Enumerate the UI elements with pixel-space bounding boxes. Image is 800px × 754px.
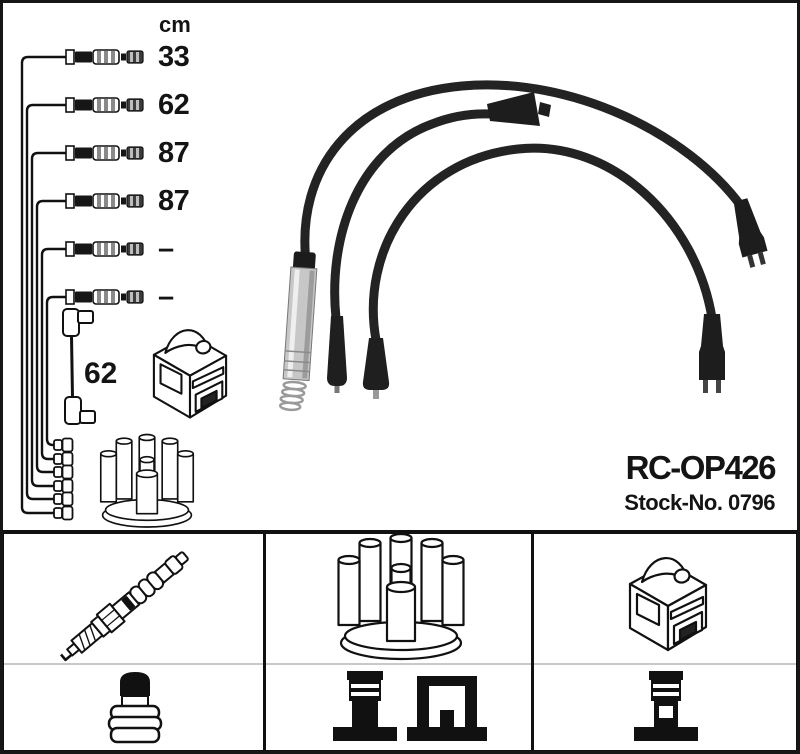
ignition-coil-illustration-small: [152, 329, 228, 419]
din-socket-icon: [407, 676, 487, 741]
ignition-coil-icon: [628, 556, 708, 652]
length-label-3: 87: [158, 137, 190, 169]
length-label-1: 33: [158, 41, 190, 73]
legend-border-right: [796, 530, 800, 754]
din-connector-icons: [333, 671, 487, 741]
cable-length-rows: [65, 49, 144, 305]
coil-wire-diagram: [62, 308, 96, 425]
legend-border-left: [0, 530, 4, 754]
boot-right-top: [733, 198, 768, 268]
spark-plug-terminal-icon: [107, 672, 163, 744]
cable-short: [368, 143, 717, 345]
cable-row-2: [65, 97, 144, 113]
cable-row-5: [65, 241, 144, 257]
distributor-cap-icon: [337, 532, 465, 661]
cable-middle: [330, 109, 497, 323]
distributor-boot-top: [487, 92, 551, 126]
length-label-2: 62: [158, 89, 190, 121]
connector-spring: [278, 380, 307, 412]
stock-number: Stock-No. 0796: [624, 490, 775, 515]
cable-set-photo: [278, 80, 768, 412]
legend-border-top: [0, 530, 800, 534]
length-bracket: [20, 55, 66, 515]
cable-row-1: [65, 49, 144, 65]
plug-boot-left-middle: [327, 316, 347, 393]
plug-boot-left-right: [362, 338, 390, 399]
coil-wire-length-label: 62: [84, 357, 118, 390]
unit-header: cm: [159, 12, 191, 37]
length-label-6: –: [158, 281, 174, 313]
coil-terminal-icon: [634, 671, 698, 741]
boot-right-bottom: [699, 314, 725, 393]
cable-row-6: [65, 289, 144, 305]
cable-long: [300, 80, 746, 267]
spark-plug-icon: [54, 545, 195, 668]
distributor-cap-illustration-small: [99, 433, 195, 528]
cable-row-4: [65, 193, 144, 209]
din-plug-icon: [333, 671, 397, 741]
distributor-stub-terminals: [53, 437, 74, 521]
length-label-5: –: [158, 233, 174, 265]
legend-row-divider: [4, 663, 796, 665]
legend-column-divider-2: [531, 534, 534, 750]
metal-plug-connector: [278, 251, 318, 412]
legend-border-bottom: [0, 750, 800, 754]
length-label-4: 87: [158, 185, 190, 217]
part-number: RC-OP426: [625, 449, 777, 486]
legend-column-divider-1: [263, 534, 266, 750]
cable-row-3: [65, 145, 144, 161]
